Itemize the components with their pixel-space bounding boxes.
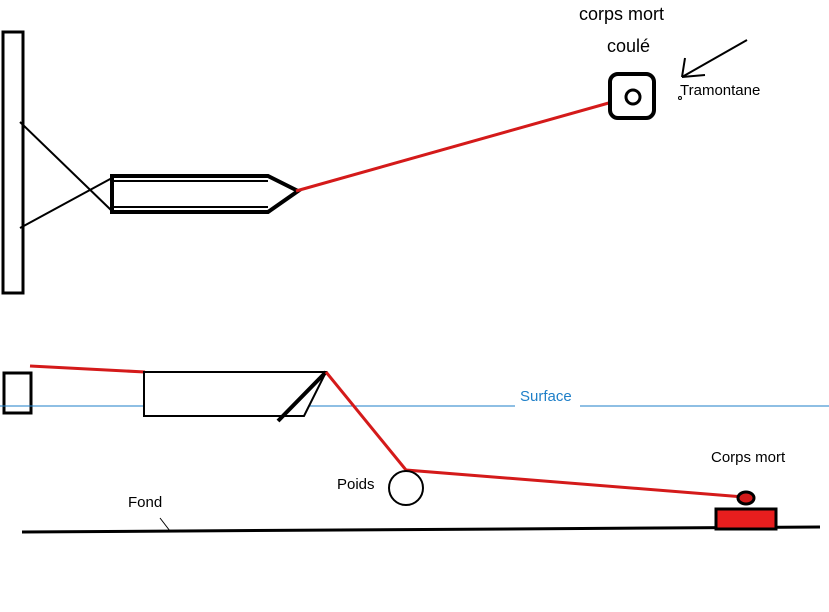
sunken-mooring-label-line2: coulé xyxy=(607,36,651,56)
mooring-line-top-view xyxy=(295,95,631,193)
wind-label: Tramontane xyxy=(680,82,761,99)
bridle-line-upper xyxy=(19,121,113,212)
sunken-mooring-label-line1: corps mort xyxy=(579,4,665,24)
wind-dot xyxy=(678,96,682,100)
bottom-label-pointer xyxy=(159,517,171,532)
mooring-ring-top-view xyxy=(624,88,642,106)
surface-label: Surface xyxy=(520,388,572,405)
boat-side-view xyxy=(143,371,328,417)
sea-bottom-line xyxy=(21,525,821,534)
wind-arrow-shaft xyxy=(681,39,748,78)
quay-top-view xyxy=(1,30,25,295)
bottom-label: Fond xyxy=(128,494,163,511)
quay-side-view xyxy=(2,371,33,415)
wind-arrow-head-a xyxy=(681,57,686,78)
boat-bow-stem xyxy=(276,370,328,423)
mooring-ring-side-view xyxy=(736,490,756,506)
weight-ball xyxy=(388,470,424,506)
stern-line xyxy=(29,364,146,374)
mooring-block-side-view xyxy=(714,507,778,531)
weight-label: Poids xyxy=(337,476,375,493)
wind-arrow-head-b xyxy=(681,74,706,78)
bridle-line-lower xyxy=(19,177,113,229)
mooring-block-label: Corps mort xyxy=(711,449,786,466)
